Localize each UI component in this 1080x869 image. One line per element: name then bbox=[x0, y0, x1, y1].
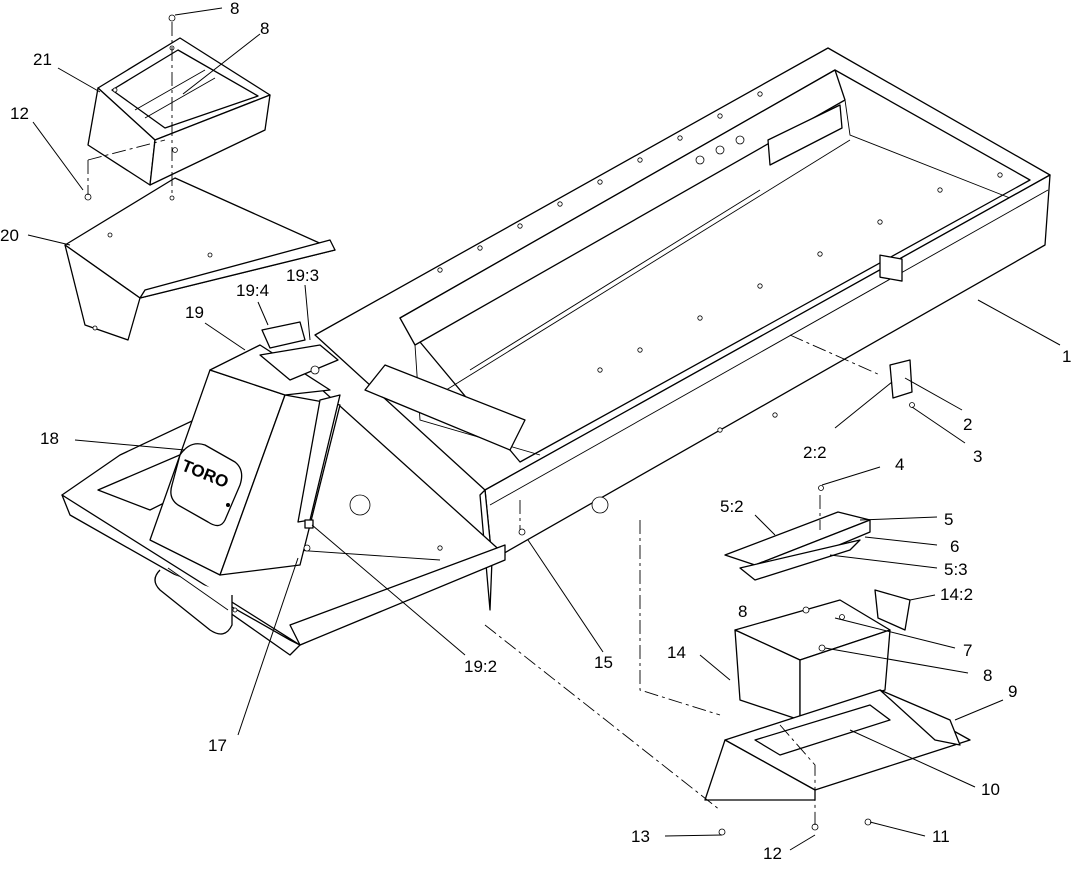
callout-8-box: 8 bbox=[260, 19, 269, 38]
main-frame bbox=[314, 47, 1051, 611]
callout-12-top: 12 bbox=[10, 104, 29, 123]
callout-11: 11 bbox=[932, 827, 950, 846]
callout-8-top: 8 bbox=[230, 0, 239, 18]
callout-4: 4 bbox=[895, 455, 904, 474]
leader-lines bbox=[27, 7, 1061, 851]
callout-2: 2 bbox=[963, 415, 972, 434]
plate-part-5 bbox=[724, 511, 871, 581]
callout-13: 13 bbox=[631, 827, 650, 846]
callout-19-2: 19:2 bbox=[464, 657, 497, 676]
callout-5-3: 5:3 bbox=[944, 560, 968, 579]
callout-10: 10 bbox=[981, 780, 1000, 799]
cover-part-21 bbox=[87, 37, 271, 186]
callout-2-2: 2:2 bbox=[803, 443, 827, 462]
base-part-9 bbox=[704, 689, 971, 801]
callout-7: 7 bbox=[963, 641, 972, 660]
callout-3: 3 bbox=[973, 447, 982, 466]
callout-6: 6 bbox=[950, 537, 959, 556]
callout-1: 1 bbox=[1062, 347, 1071, 366]
callout-14: 14 bbox=[667, 643, 686, 662]
callout-15: 15 bbox=[594, 653, 613, 672]
callout-12-bottom: 12 bbox=[763, 844, 782, 863]
callout-19: 19 bbox=[185, 303, 204, 322]
toro-logo: TORO bbox=[170, 443, 243, 527]
callout-18: 18 bbox=[40, 429, 59, 448]
console-part-18: TORO bbox=[149, 344, 341, 576]
callout-8-bracket-a: 8 bbox=[738, 602, 747, 621]
housing-part-14 bbox=[734, 589, 911, 721]
rail-holes bbox=[437, 91, 1003, 514]
assembly-lines bbox=[87, 22, 881, 825]
callout-5: 5 bbox=[944, 510, 953, 529]
callout-19-3: 19:3 bbox=[286, 266, 319, 285]
latch-part-2 bbox=[889, 359, 915, 408]
callout-21: 21 bbox=[33, 50, 52, 69]
callout-14-2: 14:2 bbox=[940, 585, 973, 604]
callout-9: 9 bbox=[1008, 682, 1017, 701]
callout-5-2: 5:2 bbox=[720, 497, 744, 516]
bracket-part-20 bbox=[64, 177, 336, 341]
callout-17: 17 bbox=[208, 736, 227, 755]
lever-part-19 bbox=[259, 321, 341, 529]
callout-8-bracket-b: 8 bbox=[983, 666, 992, 685]
callout-19-4: 19:4 bbox=[236, 281, 269, 300]
callout-20: 20 bbox=[0, 226, 19, 245]
